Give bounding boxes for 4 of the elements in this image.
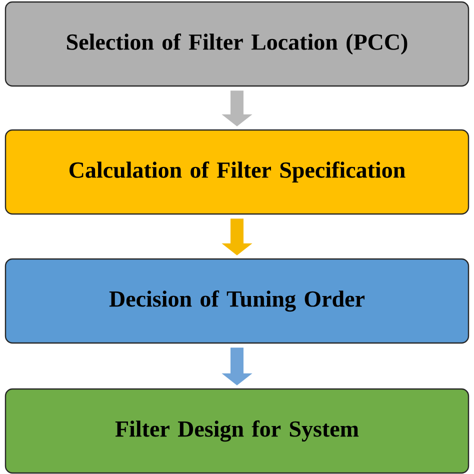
process-box: Decision of Tuning Order	[4, 258, 470, 344]
process-box: Selection of Filter Location (PCC)	[4, 1, 470, 87]
process-box: Calculation of Filter Specification	[4, 129, 470, 215]
process-box: Filter Design for System	[4, 388, 470, 474]
